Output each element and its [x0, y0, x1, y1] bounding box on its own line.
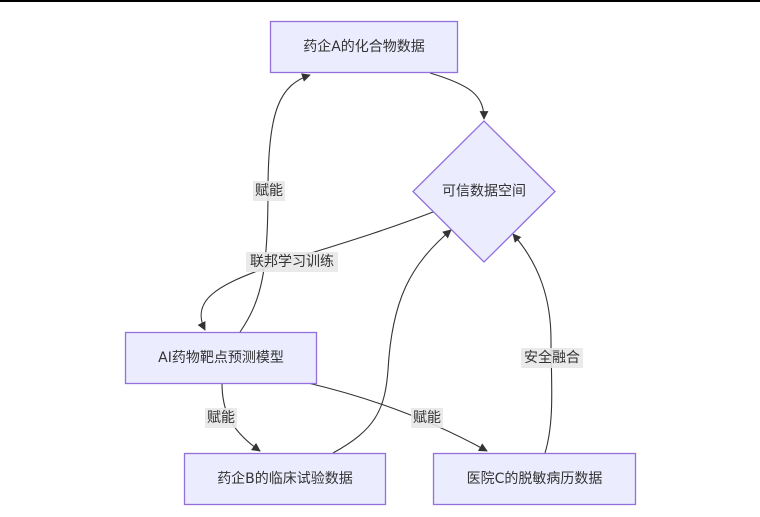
node-label: 医院C的脱敏病历数据 [467, 471, 603, 487]
node-label: 可信数据空间 [442, 184, 526, 200]
node-label: 药企B的临床试验数据 [217, 470, 353, 487]
edge-label-text: 赋能 [207, 410, 235, 426]
edge-ai-to-hospitalC [307, 382, 488, 452]
edge-label-text: 赋能 [255, 183, 283, 199]
edge-label-empower-pharmaB: 赋能 [205, 408, 237, 428]
node-label: 药企A的化合物数据 [303, 38, 425, 55]
node-pharma-b-clinical-data[interactable]: 药企B的临床试验数据 [183, 452, 387, 506]
node-trusted-data-space[interactable]: 可信数据空间 [412, 120, 556, 263]
node-pharma-a-compound-data[interactable]: 药企A的化合物数据 [269, 20, 459, 74]
edge-label-empower-hospitalC: 赋能 [411, 408, 443, 428]
node-hospital-c-records[interactable]: 医院C的脱敏病历数据 [432, 452, 637, 506]
edge-label-secure-fusion: 安全融合 [521, 348, 583, 368]
top-border [0, 0, 760, 2]
edge-label-empower-pharmaA: 赋能 [253, 181, 285, 201]
edge-pharmaB-to-trusted [332, 229, 452, 454]
edge-ai-to-pharmaA [239, 73, 311, 333]
edge-pharmaA-to-trusted [429, 72, 489, 120]
edge-label-text: 联邦学习训练 [250, 254, 334, 270]
node-label: AI药物靶点预测模型 [158, 350, 284, 366]
edge-label-text: 赋能 [413, 410, 441, 426]
node-ai-target-prediction-model[interactable]: AI药物靶点预测模型 [124, 331, 318, 385]
edge-label-text: 安全融合 [524, 349, 580, 366]
edge-hospitalC-to-trusted [512, 233, 553, 454]
edge-label-federated-learning: 联邦学习训练 [246, 252, 338, 272]
